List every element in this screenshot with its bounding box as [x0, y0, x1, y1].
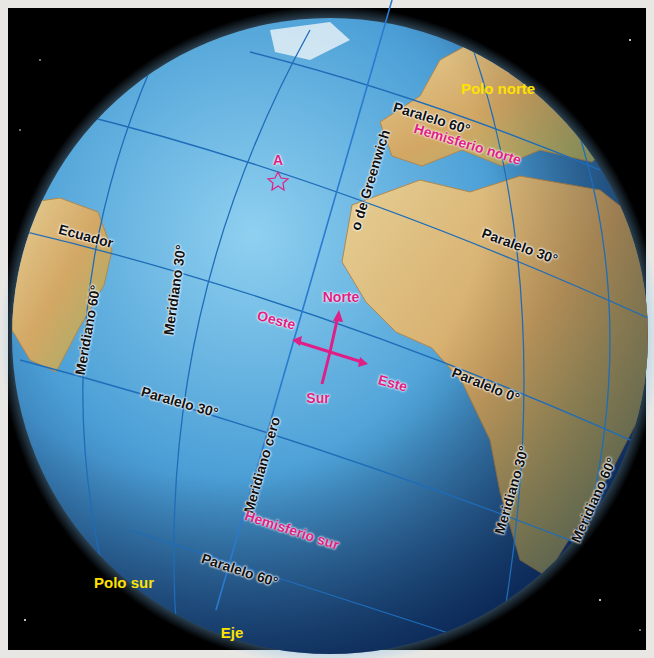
- meridian-label: Meridiano 30°: [162, 244, 189, 336]
- parallel-label: Paralelo 30°: [140, 384, 220, 419]
- parallel-label: Paralelo 0°: [450, 365, 522, 405]
- pole-label: Polo norte: [461, 81, 535, 96]
- meridian-label: Meridiano 60°: [569, 456, 619, 545]
- point-label: A: [273, 153, 283, 167]
- compass-cross: [292, 310, 368, 384]
- direction-label: Norte: [323, 290, 360, 304]
- pole-label: Polo sur: [94, 575, 154, 590]
- meridian-label: Meridiano 60°: [73, 284, 103, 376]
- meridian-label: Meridiano 30°: [493, 444, 532, 536]
- ocean: [12, 18, 648, 654]
- meridian-label: Meridiano cero: [242, 415, 283, 515]
- atmosphere-glow: [0, 6, 654, 658]
- hemisphere-label: Hemisferio sur: [243, 508, 341, 552]
- earth-axis: [216, 0, 392, 610]
- meridian-label: o de Greenwich: [348, 128, 392, 232]
- direction-label: Oeste: [255, 308, 296, 332]
- parallel-label: Paralelo 30°: [480, 226, 560, 266]
- axis-label: Eje: [221, 625, 244, 640]
- direction-label: Sur: [306, 391, 329, 405]
- direction-label: Este: [377, 372, 409, 393]
- equator-label: Ecuador: [57, 222, 115, 250]
- point-a-marker: [268, 172, 288, 190]
- parallel-label: Paralelo 60°: [200, 551, 280, 589]
- grid-lines: [10, 30, 648, 650]
